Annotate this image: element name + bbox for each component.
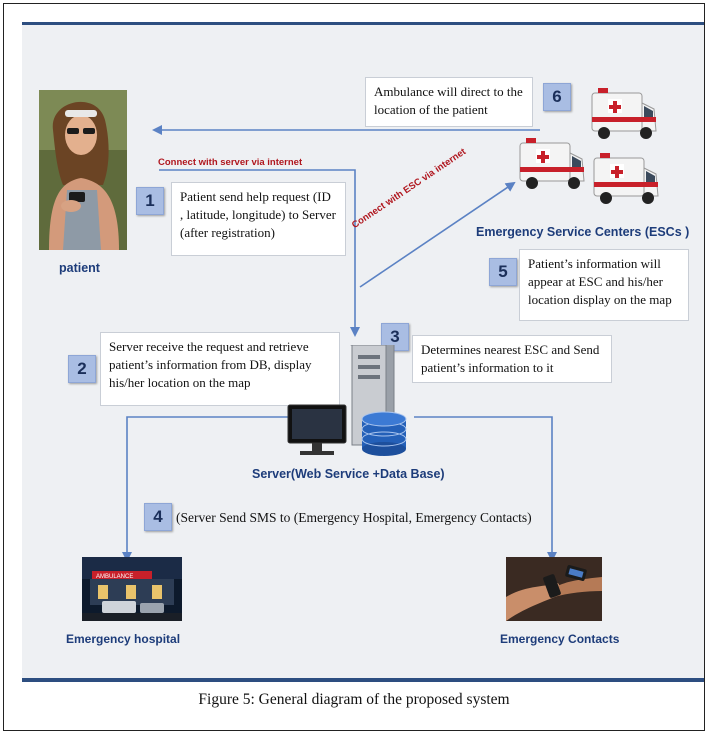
ambulance-icon — [591, 88, 657, 139]
figure-caption: Figure 5: General diagram of the propose… — [198, 691, 510, 708]
server-connection-label: Connect with server via internet — [158, 157, 303, 168]
esc-label: Emergency Service Centers (ESCs ) — [476, 225, 690, 239]
step-5-badge: 5 — [489, 258, 517, 286]
ambulance-icon — [519, 138, 585, 189]
step-6-text: Ambulance will direct to the location of… — [365, 77, 533, 127]
step-2-badge: 2 — [68, 355, 96, 383]
patient-label: patient — [59, 261, 100, 275]
server-label: Server(Web Service +Data Base) — [252, 467, 445, 481]
figure-frame: patient Connect with server via internet… — [3, 3, 705, 731]
contacts-label: Emergency Contacts — [500, 632, 620, 646]
hospital-sign: AMBULANCE — [96, 574, 133, 580]
step-3-text: Determines nearest ESC and Send patient’… — [412, 335, 612, 383]
step-4-badge: 4 — [144, 503, 172, 531]
step-6-badge: 6 — [543, 83, 571, 111]
arrow-server-to-contacts — [414, 416, 557, 562]
connector-lines — [122, 125, 557, 562]
arrow-server-to-esc — [359, 181, 516, 288]
step-4-text: (Server Send SMS to (Emergency Hospital,… — [176, 510, 532, 525]
patient-photo — [39, 90, 127, 250]
server-icon — [287, 345, 407, 456]
hospital-label: Emergency hospital — [66, 632, 181, 646]
step-1-text: Patient send help request (ID , latitude… — [171, 182, 346, 256]
hospital-photo: AMBULANCE — [82, 557, 182, 621]
step-5-text: Patient’s information will appear at ESC… — [519, 249, 689, 321]
arrow-server-to-hospital — [122, 416, 290, 562]
step-1-badge: 1 — [136, 187, 164, 215]
contacts-photo — [506, 557, 602, 621]
arrow-patient-to-server — [159, 169, 360, 337]
diagram-panel: patient Connect with server via internet… — [22, 22, 704, 682]
step-2-text: Server receive the request and retrieve … — [100, 332, 340, 406]
ambulance-icon — [593, 153, 659, 204]
